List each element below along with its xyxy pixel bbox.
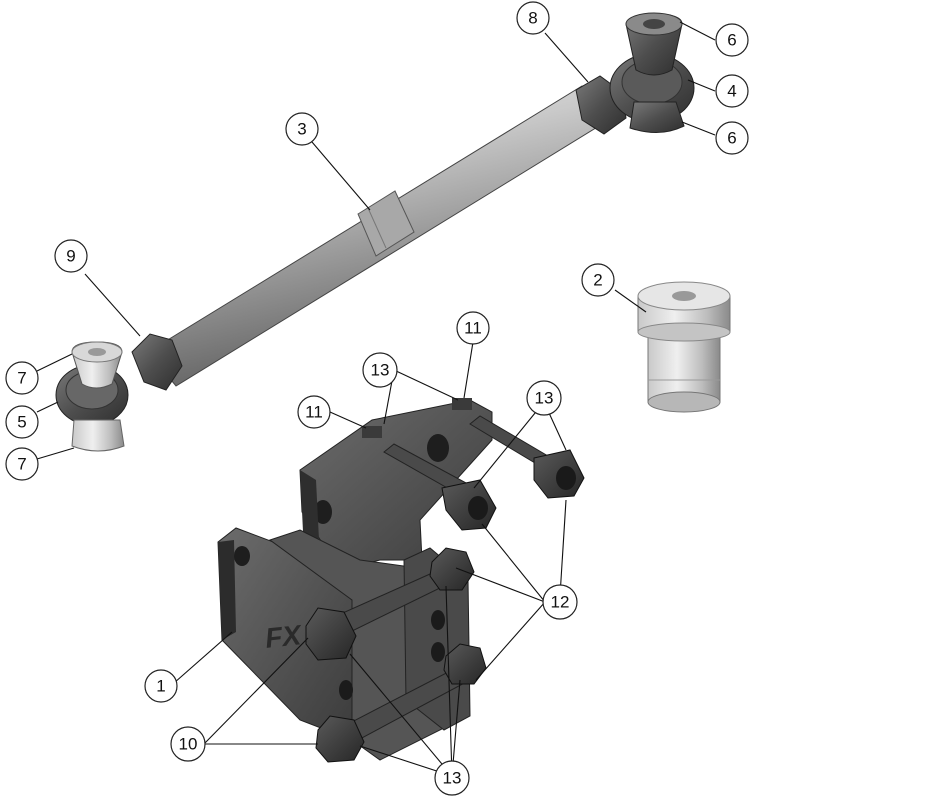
- svg-text:7: 7: [17, 455, 26, 474]
- callout-5: 5: [5, 405, 39, 439]
- upper-bolts: [362, 398, 585, 531]
- svg-text:11: 11: [464, 319, 482, 338]
- rod-end-lower: [55, 341, 129, 452]
- callout-12: 12: [542, 584, 578, 620]
- logo-text: FX: [264, 619, 305, 654]
- callout-7-bottom: 7: [5, 447, 39, 481]
- callout-11-right: 11: [456, 311, 490, 345]
- svg-text:4: 4: [727, 82, 736, 101]
- callout-6-top: 6: [715, 23, 749, 57]
- bushing: [637, 281, 731, 413]
- svg-text:6: 6: [727, 129, 736, 148]
- svg-text:13: 13: [371, 361, 390, 380]
- svg-text:13: 13: [535, 389, 554, 408]
- callout-7-top: 7: [5, 361, 39, 395]
- svg-text:8: 8: [528, 9, 537, 28]
- svg-text:7: 7: [17, 369, 26, 388]
- callout-4: 4: [715, 74, 749, 108]
- adjustable-rod: [131, 75, 627, 391]
- svg-text:13: 13: [443, 769, 462, 788]
- rod-end-upper: [609, 12, 695, 133]
- svg-text:6: 6: [727, 31, 736, 50]
- callout-1: 1: [144, 669, 178, 703]
- callout-13-upper-left: 13: [362, 352, 398, 388]
- svg-text:12: 12: [551, 593, 570, 612]
- svg-text:3: 3: [297, 120, 306, 139]
- callout-6-bottom: 6: [715, 121, 749, 155]
- svg-text:2: 2: [593, 271, 602, 290]
- callout-11-left: 11: [297, 395, 331, 429]
- svg-text:11: 11: [305, 403, 323, 422]
- svg-text:10: 10: [179, 735, 198, 754]
- lower-bolts: [305, 547, 487, 763]
- callout-10: 10: [170, 726, 206, 762]
- svg-text:9: 9: [66, 247, 75, 266]
- callout-13-bottom: 13: [434, 760, 470, 796]
- callout-8: 8: [516, 1, 550, 35]
- callout-13-upper-right: 13: [526, 380, 562, 416]
- callout-9: 9: [54, 239, 88, 273]
- svg-text:5: 5: [17, 413, 26, 432]
- callout-2: 2: [581, 263, 615, 297]
- callout-3: 3: [285, 112, 319, 146]
- svg-text:1: 1: [156, 677, 165, 696]
